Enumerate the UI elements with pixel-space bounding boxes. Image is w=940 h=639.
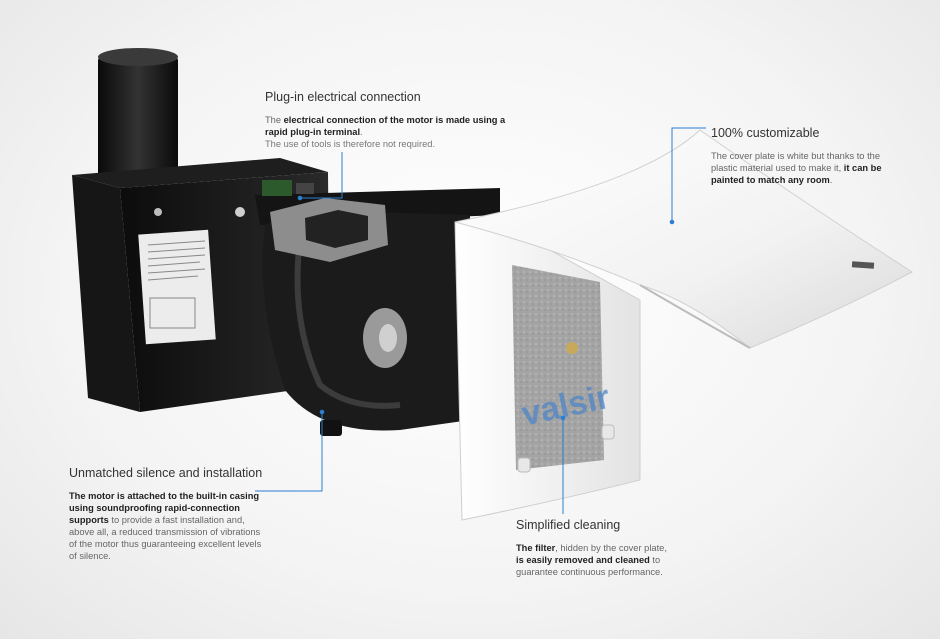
- callout-plugin-title: Plug-in electrical connection: [265, 90, 421, 104]
- plug-in-terminal: [262, 180, 292, 196]
- motor-foot: [320, 420, 342, 436]
- leader-cleaning-dot: [560, 415, 566, 421]
- callout-cleaning-title: Simplified cleaning: [516, 518, 621, 532]
- callout-cleaning: Simplified cleaning The filter, hidden b…: [516, 518, 676, 578]
- leader-plugin-dot: [297, 195, 303, 201]
- casing-screw: [235, 207, 245, 217]
- leader-custom: [671, 127, 706, 222]
- callout-cleaning-text: The filter, hidden by the cover plate, i…: [516, 543, 667, 577]
- cover-assembly: valsir: [454, 129, 913, 521]
- frame-clip: [517, 457, 531, 473]
- fan-hub: [379, 324, 397, 352]
- filter: [512, 265, 604, 470]
- callout-silence-text: The motor is attached to the built-in ca…: [69, 491, 262, 561]
- callout-custom-text: The cover plate is white but thanks to t…: [711, 151, 882, 185]
- cover-plate: [454, 129, 913, 349]
- duct-pipe: [98, 55, 178, 180]
- motor-assembly: [255, 180, 500, 436]
- leader-plugin: [300, 152, 343, 199]
- terminal-pins: [296, 183, 314, 194]
- wiring-label-lines: [147, 240, 206, 329]
- callout-silence-title: Unmatched silence and installation: [69, 466, 263, 480]
- casing-screw: [154, 208, 162, 216]
- motor-outlet-opening: [305, 210, 368, 248]
- motor-volute-highlight: [294, 239, 401, 409]
- callout-silence: Unmatched silence and installation The m…: [69, 466, 269, 562]
- callout-plugin: Plug-in electrical connection The electr…: [265, 90, 510, 150]
- frame-clip: [601, 424, 615, 440]
- leader-custom-dot: [669, 219, 675, 225]
- casing-front-frame: [72, 175, 140, 412]
- callout-custom-title: 100% customizable: [711, 126, 820, 140]
- leader-lines: [255, 127, 706, 514]
- leader-silence-dot: [319, 409, 325, 415]
- filter-knob: [566, 342, 578, 354]
- cover-badge: [851, 261, 875, 269]
- casing-top-face: [72, 158, 328, 188]
- cover-plate-edge: [639, 284, 751, 349]
- duct-pipe-top: [98, 48, 178, 66]
- callout-plugin-text: The electrical connection of the motor i…: [265, 115, 506, 149]
- leader-silence: [255, 412, 323, 492]
- callout-custom: 100% customizable The cover plate is whi…: [711, 126, 906, 186]
